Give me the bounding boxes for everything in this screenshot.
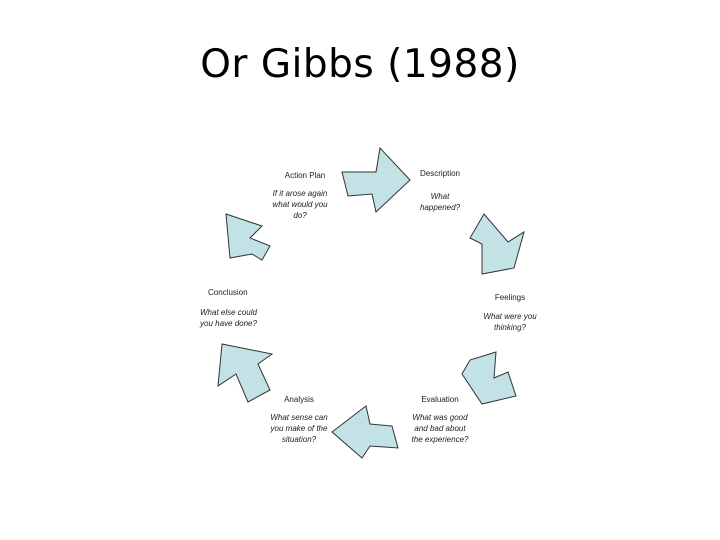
stage-question-line: and bad about: [414, 424, 466, 433]
stage-conclusion: Conclusion What else could you have done…: [199, 288, 257, 328]
stage-question-line: What sense can: [270, 413, 328, 422]
arrow-conclusion-to-action: [225, 213, 271, 261]
stage-title: Action Plan: [285, 171, 325, 180]
stage-evaluation: Evaluation What was good and bad about t…: [412, 395, 469, 444]
stage-question-line: thinking?: [494, 323, 527, 332]
stage-question-line: If it arose again: [273, 189, 328, 198]
stage-title: Analysis: [284, 395, 314, 404]
stage-question-line: What were you: [483, 312, 537, 321]
arrow-analysis-to-conclusion: [217, 343, 274, 403]
arrow-action-to-description: [341, 146, 411, 213]
stage-question-line: the experience?: [412, 435, 469, 444]
stage-question-line: What else could: [200, 308, 257, 317]
stage-description: Description What happened?: [420, 169, 461, 212]
stage-title: Conclusion: [208, 288, 248, 297]
stage-question-line: happened?: [420, 203, 461, 212]
stage-question-line: you make of the: [270, 424, 328, 433]
stage-feelings: Feelings What were you thinking?: [483, 293, 537, 332]
arrow-feelings-to-evaluation: [461, 351, 517, 405]
stage-question-line: What was good: [412, 413, 468, 422]
stage-action-plan: Action Plan If it arose again what would…: [272, 171, 328, 220]
cycle-arrows: [217, 146, 525, 459]
stage-title: Evaluation: [421, 395, 458, 404]
slide-title: Or Gibbs (1988): [200, 42, 520, 87]
stage-question-line: situation?: [282, 435, 317, 444]
stage-title: Description: [420, 169, 460, 178]
stage-question-line: What: [431, 192, 450, 201]
stage-question-line: you have done?: [199, 319, 257, 328]
stage-title: Feelings: [495, 293, 525, 302]
stage-question-line: do?: [293, 211, 307, 220]
arrow-description-to-feelings: [469, 213, 525, 275]
arrow-evaluation-to-analysis: [331, 405, 399, 459]
stage-analysis: Analysis What sense can you make of the …: [270, 395, 329, 444]
stage-question-line: what would you: [272, 200, 328, 209]
